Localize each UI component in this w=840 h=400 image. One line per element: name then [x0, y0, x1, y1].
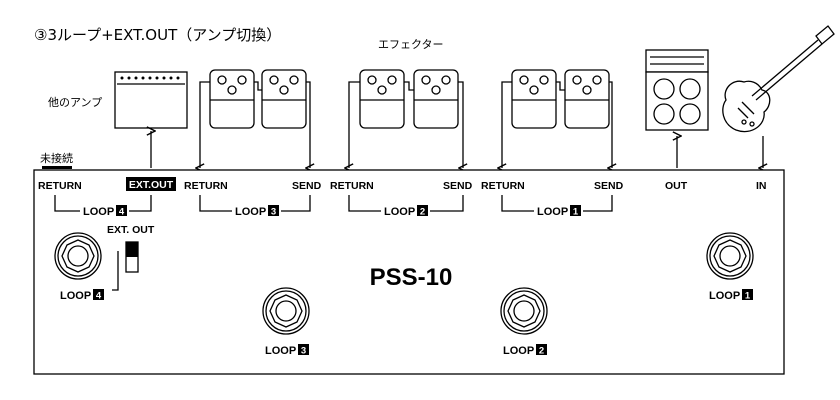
- guitar-icon: [722, 25, 835, 133]
- svg-text:LOOP: LOOP: [503, 345, 534, 357]
- switch-leader-line: [112, 251, 119, 291]
- amp-knob-dot: [141, 76, 145, 80]
- loop1-footswitch[interactable]: [706, 232, 754, 280]
- effector-pedal-icon: [564, 69, 610, 129]
- svg-text:4: 4: [96, 291, 102, 302]
- loop2-cable: [349, 81, 463, 168]
- device-name: PSS-10: [370, 264, 453, 291]
- svg-text:LOOP: LOOP: [265, 345, 296, 357]
- ext-out-switch-label: EXT. OUT: [107, 224, 155, 236]
- diagram-title: ③3ループ+EXT.OUT（アンプ切換）: [34, 26, 281, 44]
- effector-pedal-icon: [359, 69, 405, 129]
- pss10-device: [33, 169, 785, 375]
- loop2-footswitch[interactable]: [500, 287, 548, 335]
- jack-in: IN: [756, 180, 767, 192]
- pedal-chain-wires: [254, 81, 565, 91]
- other-amp-icon: [114, 71, 188, 129]
- effector-pedal-icon: [209, 69, 255, 129]
- loop3-cable: [200, 81, 310, 168]
- effector-pedal-icon: [261, 69, 307, 129]
- amp-knob-dot: [155, 76, 159, 80]
- effector-pedal-icon: [511, 69, 557, 129]
- jack-ext-out: EXT.OUT: [129, 179, 174, 191]
- svg-text:3: 3: [271, 207, 276, 218]
- svg-text:LOOP: LOOP: [60, 290, 91, 302]
- jack-send-loop1: SEND: [594, 180, 624, 192]
- svg-text:1: 1: [573, 207, 579, 218]
- loop3-footswitch[interactable]: [262, 287, 310, 335]
- effector-caption: エフェクター: [378, 38, 444, 51]
- jack-return-loop2: RETURN: [330, 180, 374, 192]
- effector-pedal-icon: [413, 69, 459, 129]
- amp-knob-dot: [176, 76, 180, 80]
- svg-text:LOOP: LOOP: [235, 206, 266, 218]
- loop2-footswitch-label: LOOP 2: [503, 344, 547, 357]
- jack-return-loop1: RETURN: [481, 180, 525, 192]
- jack-out: OUT: [665, 180, 688, 192]
- loop1-footswitch-label: LOOP 1: [709, 289, 753, 302]
- loop1-cable: [502, 81, 612, 168]
- svg-text:2: 2: [420, 207, 425, 218]
- loop3-bracket: LOOP 3: [199, 195, 311, 218]
- amp-knob-dot: [148, 76, 152, 80]
- amp-knob-dot: [169, 76, 173, 80]
- svg-text:LOOP: LOOP: [537, 206, 568, 218]
- loop2-bracket: LOOP 2: [348, 195, 464, 218]
- svg-text:4: 4: [119, 207, 125, 218]
- svg-text:2: 2: [539, 346, 544, 357]
- amp-knob-dot: [127, 76, 131, 80]
- svg-text:LOOP: LOOP: [709, 290, 740, 302]
- ext-out-label-bg: [126, 177, 176, 191]
- jack-send-loop2: SEND: [443, 180, 473, 192]
- ext-out-switch[interactable]: [125, 241, 139, 273]
- loop4-bracket: LOOP 4: [54, 195, 152, 218]
- jack-return-loop4: RETURN: [38, 180, 82, 192]
- loop4-footswitch-label: LOOP 4: [60, 289, 104, 302]
- loop3-footswitch-label: LOOP 3: [265, 344, 309, 357]
- jack-return-loop3: RETURN: [184, 180, 228, 192]
- unconnected-marker: [42, 166, 72, 169]
- svg-text:1: 1: [745, 291, 751, 302]
- svg-text:3: 3: [301, 346, 306, 357]
- amp-knob-dot: [120, 76, 124, 80]
- jack-send-loop3: SEND: [292, 180, 322, 192]
- main-amp-icon: [645, 49, 709, 131]
- other-amp-caption: 他のアンプ: [48, 96, 102, 109]
- unconnected-caption: 未接続: [40, 151, 73, 165]
- svg-text:LOOP: LOOP: [83, 206, 114, 218]
- amp-knob-dot: [134, 76, 138, 80]
- svg-text:LOOP: LOOP: [384, 206, 415, 218]
- amp-knob-dot: [162, 76, 166, 80]
- loop1-bracket: LOOP 1: [501, 195, 613, 218]
- loop4-footswitch[interactable]: [54, 232, 102, 280]
